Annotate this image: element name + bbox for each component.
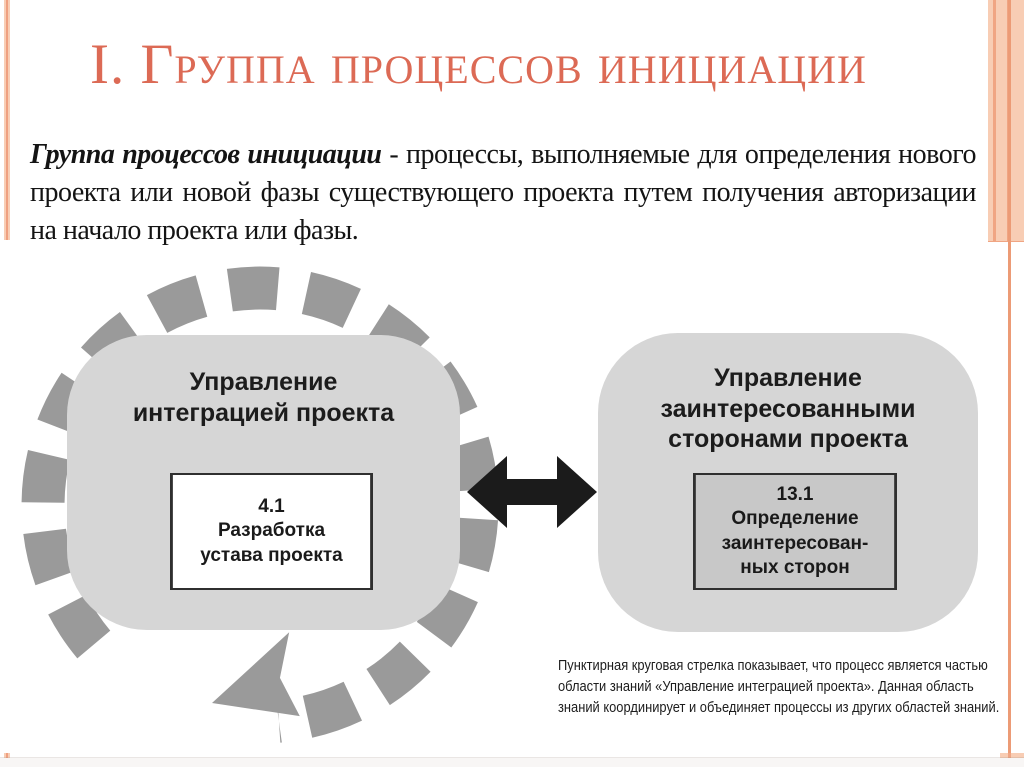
double-arrow-icon [467, 456, 597, 528]
page-title: I. Группа процессов инициации [90, 33, 867, 96]
bottom-margin [0, 758, 1024, 767]
stakeholders-title-line: сторонами проекта [668, 425, 908, 453]
figure-caption: Пунктирная круговая стрелка показывает, … [558, 655, 1022, 718]
process-name-line: ных сторон [740, 556, 850, 578]
right-edge-line [1008, 0, 1011, 767]
caption-line: области знаний «Управление интеграцией п… [558, 678, 974, 695]
stakeholders-area: Управление заинтересованными сторонами п… [598, 333, 978, 632]
definition-text: - процессы, выполняемые для определения … [30, 139, 977, 247]
process-name-line: Разработка [217, 520, 326, 542]
left-edge-stripe [4, 0, 10, 240]
stakeholders-area-title: Управление заинтересованными сторонами п… [598, 333, 978, 455]
integration-area: Управление интеграцией проекта 4.1 Разра… [67, 335, 460, 630]
caption-line: Пунктирная круговая стрелка показывает, … [558, 657, 988, 674]
integration-area-title: Управление интеграцией проекта [67, 335, 460, 428]
integration-title-line: Управление [189, 368, 338, 396]
process-box-13-1: 13.1 Определение заинтересован- ных стор… [693, 473, 897, 590]
stakeholders-title-line: Управление [714, 364, 862, 392]
definition-paragraph: Группа процессов инициации - процессы, в… [30, 136, 977, 250]
process-name-line: заинтересован- [721, 532, 869, 554]
right-edge-band [988, 0, 1024, 242]
process-number: 4.1 [258, 496, 285, 518]
process-number: 13.1 [776, 483, 814, 505]
process-name-line: Определение [731, 508, 859, 530]
bottom-divider [0, 757, 1024, 758]
process-name-line: устава проекта [200, 544, 343, 566]
process-box-4-1: 4.1 Разработка устава проекта [170, 473, 373, 590]
caption-line: знаний координирует и объединяет процесс… [558, 699, 1000, 716]
circular-arrowhead-icon [212, 632, 300, 717]
integration-title-line: интеграцией проекта [132, 398, 395, 427]
stakeholders-title-line: заинтересованными [660, 394, 916, 423]
definition-term: Группа процессов инициации [30, 139, 382, 170]
